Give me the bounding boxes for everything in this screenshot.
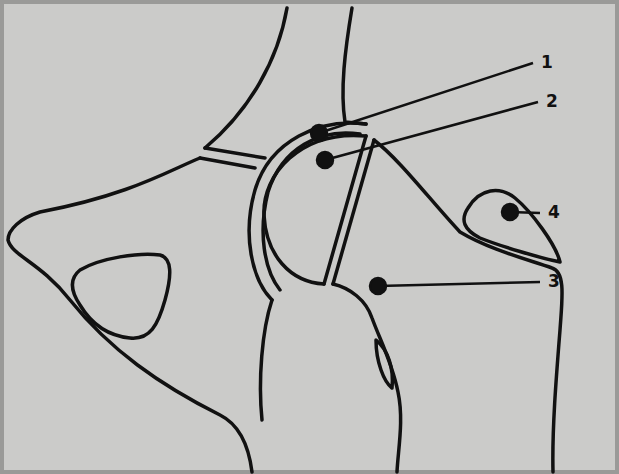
femoral-head (264, 135, 366, 284)
obturator-foramen (73, 254, 170, 338)
leader-line (325, 102, 538, 160)
leader-dot (370, 278, 386, 294)
ilium-outline (205, 8, 287, 148)
femur-outline (333, 284, 401, 472)
callout-number: 2 (546, 93, 558, 110)
leader-dot (502, 204, 518, 220)
leader-dot (317, 152, 333, 168)
pelvis-outline (260, 300, 272, 420)
ilium-outline (343, 8, 366, 124)
growth-plate (333, 140, 374, 284)
acetabulum (249, 123, 366, 300)
triradiate-cartilage (205, 148, 265, 158)
triradiate-cartilage (200, 158, 255, 168)
callout-number: 3 (548, 273, 560, 290)
callout-number: 1 (541, 54, 553, 71)
lesser-trochanter (376, 340, 392, 388)
trochanter-nucleus (464, 191, 560, 262)
leader-line (378, 282, 540, 286)
leader-line (319, 63, 533, 133)
callout-number: 4 (548, 204, 560, 221)
pelvis-outline (8, 158, 252, 472)
leader-dot (311, 125, 327, 141)
